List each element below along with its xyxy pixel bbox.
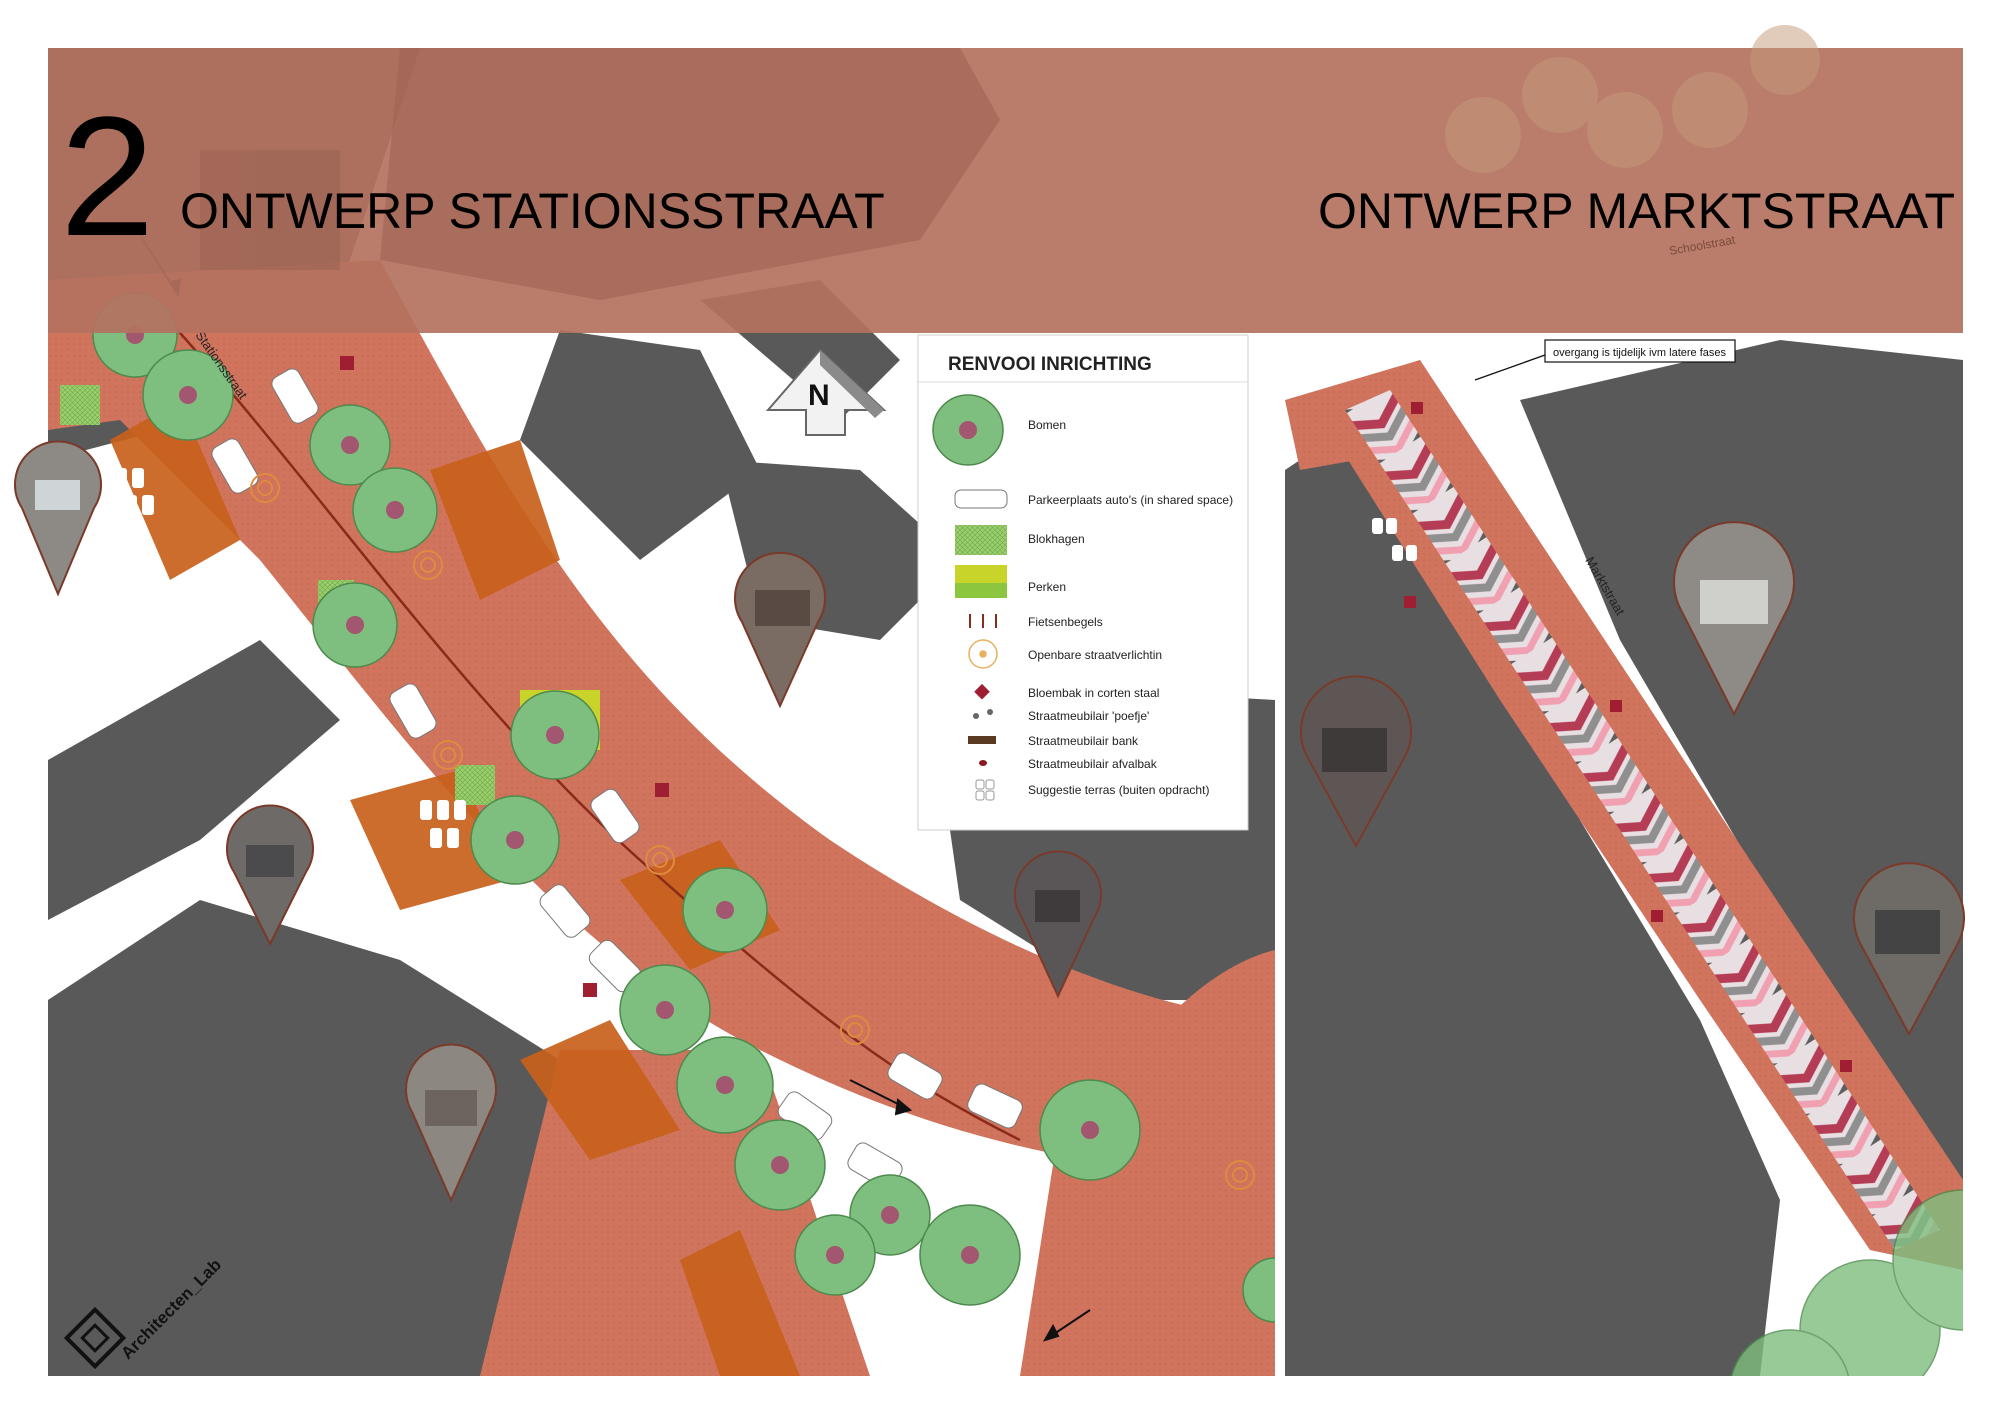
photo-pin[interactable] — [1300, 675, 1412, 849]
photo-pin[interactable] — [1673, 521, 1795, 717]
photo-pin[interactable] — [734, 551, 826, 709]
bench-icon — [968, 736, 996, 744]
car-icon — [954, 489, 1008, 509]
north-arrow: N — [765, 348, 887, 436]
photo-pin[interactable] — [1014, 850, 1102, 999]
planters — [340, 356, 669, 997]
legend-label-perken: Perken — [1028, 580, 1066, 594]
legend-panel: RENVOOI INRICHTING Bomen Park — [917, 334, 1249, 831]
legend-label-terras: Suggestie terras (buiten opdracht) — [1028, 783, 1209, 797]
north-label: N — [808, 379, 830, 412]
legend-title: RENVOOI INRICHTING — [948, 354, 1152, 375]
planter-icon — [974, 683, 990, 700]
phase-note-text: overgang is tijdelijk ivm latere fases — [1553, 347, 1727, 359]
tree-icon — [932, 394, 1004, 466]
legend-label-verlichting: Openbare straatverlichtin — [1028, 648, 1162, 662]
photo-pin[interactable] — [14, 440, 102, 597]
photo-pin[interactable] — [405, 1043, 497, 1203]
title-stationsstraat: ONTWERP STATIONSSTRAAT — [180, 183, 885, 239]
title-marktstraat: ONTWERP MARKTSTRAAT — [1318, 183, 1955, 239]
bin-icon — [979, 760, 987, 766]
phase-note: overgang is tijdelijk ivm latere fases — [1474, 339, 1736, 381]
bike-rack-icon — [969, 614, 997, 628]
pouf-icon — [973, 709, 993, 719]
chevron-paving — [1345, 390, 1940, 1250]
photo-pin[interactable] — [226, 804, 314, 947]
terraces — [115, 468, 466, 848]
legend-label-poefje: Straatmeubilair 'poefje' — [1028, 709, 1149, 723]
legend-label-blokhagen: Blokhagen — [1028, 532, 1085, 546]
photo-pins-right — [1300, 521, 1965, 1037]
streetlights — [250, 473, 1255, 1190]
photo-pin[interactable] — [1853, 862, 1965, 1037]
legend-label-afvalbak: Straatmeubilair afvalbak — [1028, 757, 1158, 771]
legend-label-fietsenbegels: Fietsenbegels — [1028, 615, 1103, 629]
legend-label-bomen: Bomen — [1028, 418, 1066, 432]
legend-label-parkeren: Parkeerplaats auto's (in shared space) — [1028, 493, 1233, 507]
hedge-icon — [955, 525, 1007, 555]
photo-pins-left — [14, 440, 1102, 1203]
legend-label-bloembak: Bloembak in corten staal — [1028, 686, 1159, 700]
trees — [92, 292, 1275, 1323]
phase-number: 2 — [60, 82, 155, 272]
header-band: Schoolstraat 2 ONTWERP STATIONSSTRAAT ON… — [48, 25, 1963, 333]
terrace-icon — [975, 779, 995, 801]
buildings-right — [1285, 340, 1963, 1376]
flowerbed-icon — [955, 565, 1007, 598]
parked-cars — [211, 368, 1023, 1190]
streetlight-icon — [968, 639, 998, 669]
stationsstraat-road — [48, 260, 1275, 1180]
legend-label-bank: Straatmeubilair bank — [1028, 734, 1139, 748]
